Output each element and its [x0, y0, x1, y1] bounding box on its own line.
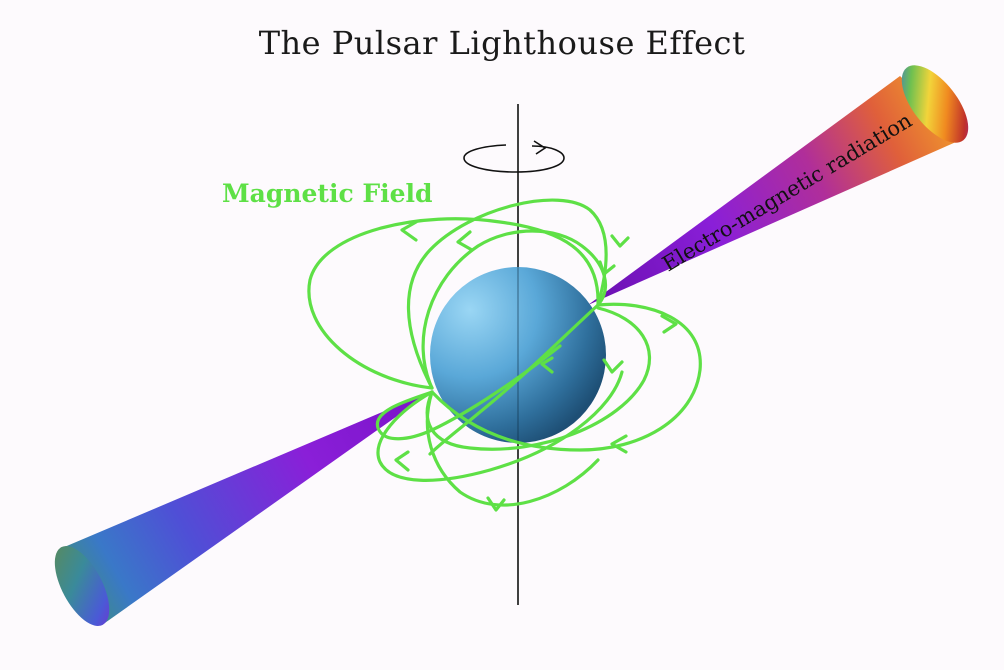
- rotation-arrow-icon: [463, 140, 565, 173]
- magnetic-field-lines-front: [375, 229, 702, 507]
- radiation-label: Electro-magnetic radiation: [658, 108, 916, 276]
- magnetic-field-label: Magnetic Field: [222, 179, 433, 208]
- magnetic-field-lines-back: [307, 198, 608, 390]
- upper-radiation-beam: [588, 65, 969, 305]
- magnetic-field-arrows: [394, 220, 678, 512]
- page-title: The Pulsar Lighthouse Effect: [258, 24, 746, 62]
- lower-radiation-beam: [54, 390, 434, 626]
